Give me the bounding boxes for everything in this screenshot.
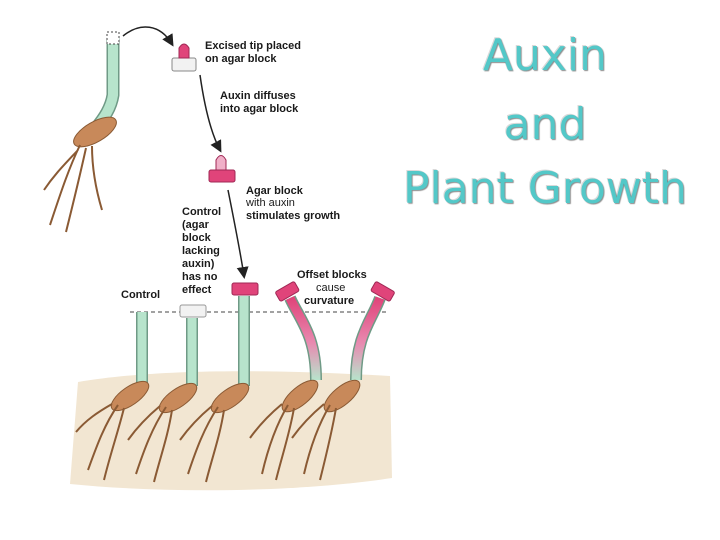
label-control-note-5: auxin)	[182, 258, 215, 270]
label-diffuses-line1: Auxin diffuses	[220, 90, 296, 102]
label-offset-line3: curvature	[304, 295, 354, 307]
title-line-2: and	[503, 99, 587, 150]
arrow-diffuse	[199, 74, 222, 153]
label-stimulates-line2: with auxin	[245, 197, 295, 209]
label-control: Control	[121, 289, 160, 301]
label-control-note-7: effect	[182, 284, 212, 296]
label-control-note-6: has no	[182, 271, 218, 283]
label-excised-line1: Excised tip placed	[205, 40, 301, 52]
label-control-note-1: Control	[182, 206, 221, 218]
label-excised-line2: on agar block	[205, 53, 277, 65]
label-offset-line2: cause	[316, 282, 345, 294]
title-line-1: Auxin	[482, 30, 608, 81]
seedling-offset-left	[291, 281, 395, 481]
seedling-auxin-agar	[179, 282, 259, 483]
label-control-note-2: (agar	[182, 219, 210, 231]
soil	[70, 371, 392, 491]
label-offset-line1: Offset blocks	[297, 269, 367, 281]
excised-tip-on-agar	[171, 43, 197, 72]
decapitated-seedling	[43, 31, 120, 233]
label-control-note-4: lacking	[182, 245, 220, 257]
seedling-control	[75, 312, 150, 481]
label-diffuses-line2: into agar block	[220, 103, 299, 115]
seedling-offset-right	[249, 281, 322, 481]
seedling-plain-agar	[127, 304, 207, 483]
label-stimulates-line1: Agar block	[246, 185, 304, 197]
arrow-stimulate	[227, 189, 249, 279]
label-stimulates-line3: stimulates growth	[246, 210, 340, 222]
label-control-note-3: block	[182, 232, 212, 244]
agar-block-with-auxin	[208, 155, 236, 183]
title-line-3: Plant Growth	[402, 163, 688, 214]
curved-arrow-tip	[122, 26, 174, 47]
